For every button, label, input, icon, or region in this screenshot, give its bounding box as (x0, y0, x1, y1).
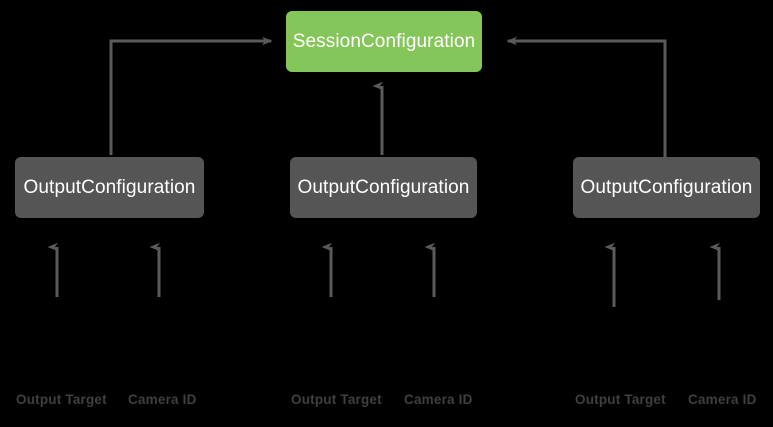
node-output-configuration-1[interactable]: OutputConfiguration (15, 157, 204, 218)
field-label-camera-id-1: Camera ID (128, 392, 197, 407)
field-label-output-target-2: Output Target (291, 392, 382, 407)
node-output-configuration-3-label: OutputConfiguration (580, 176, 753, 198)
node-output-configuration-2[interactable]: OutputConfiguration (290, 157, 477, 218)
field-label-camera-id-2: Camera ID (404, 392, 473, 407)
node-session-configuration[interactable]: SessionConfiguration (286, 11, 482, 72)
field-label-output-target-1: Output Target (16, 392, 107, 407)
node-output-configuration-1-label: OutputConfiguration (23, 176, 196, 198)
edge-output-3-to-session (506, 36, 667, 157)
edge-output-1-to-session (109, 36, 273, 155)
node-output-configuration-2-label: OutputConfiguration (297, 176, 470, 198)
node-session-configuration-label: SessionConfiguration (292, 30, 476, 52)
field-label-camera-id-3: Camera ID (688, 392, 757, 407)
node-output-configuration-3[interactable]: OutputConfiguration (573, 157, 760, 218)
field-label-output-target-3: Output Target (575, 392, 666, 407)
